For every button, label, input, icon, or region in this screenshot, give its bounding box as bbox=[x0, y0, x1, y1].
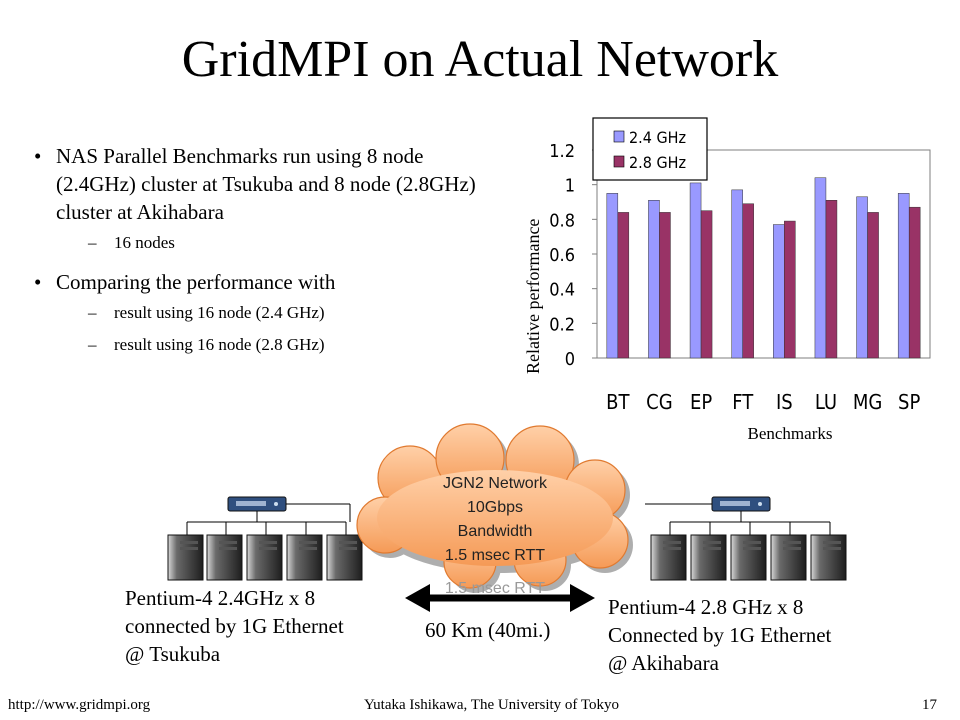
distance-label: 60 Km (40mi.) bbox=[425, 618, 551, 642]
sub-bullet-dash: – bbox=[88, 335, 97, 354]
bar-cg-2-8ghz bbox=[659, 212, 671, 359]
plot-area bbox=[596, 149, 931, 359]
y-axis: 0 0.2 0.4 0.6 0.8 1 1.2 bbox=[549, 141, 597, 370]
cloud-line: 1.5 msec RTT bbox=[444, 547, 546, 564]
footer-author: Yutaka Ishikawa, The University of Tokyo bbox=[364, 697, 620, 713]
y-tick-label: 0.2 bbox=[549, 314, 575, 335]
bar-series bbox=[606, 177, 921, 359]
y-axis-title: Relative performance bbox=[523, 219, 543, 374]
cloud-line: JGN2 Network bbox=[442, 475, 548, 492]
x-tick-label: MG bbox=[853, 390, 882, 414]
legend-swatch-2-8ghz bbox=[613, 155, 625, 168]
caption-line: Pentium-4 2.4GHz x 8 bbox=[125, 586, 316, 610]
bar-sp-2-4ghz bbox=[897, 193, 910, 359]
caption-line: Connected by 1G Ethernet bbox=[608, 623, 832, 647]
bullet-dot: • bbox=[34, 270, 42, 294]
x-tick-label: FT bbox=[732, 390, 754, 414]
bullet-item: • NAS Parallel Benchmarks run using 8 no… bbox=[30, 142, 480, 226]
server-tower-icon bbox=[286, 534, 323, 581]
x-axis-title: Benchmarks bbox=[748, 424, 833, 443]
sub-bullet-item: – result using 16 node (2.8 GHz) bbox=[30, 334, 480, 356]
bar-is-2-4ghz bbox=[773, 224, 785, 359]
network-cloud-icon bbox=[356, 423, 633, 593]
x-tick-label: SP bbox=[898, 390, 920, 414]
server-tower-icon bbox=[730, 534, 767, 581]
server-tower-icon bbox=[650, 534, 687, 581]
bar-lu-2-4ghz bbox=[814, 177, 827, 359]
server-tower-icon bbox=[810, 534, 847, 581]
switch-icon bbox=[227, 496, 287, 512]
sub-bullet-dash: – bbox=[88, 303, 97, 322]
server-tower-icon bbox=[167, 534, 204, 581]
bar-ep-2-8ghz bbox=[700, 210, 713, 359]
y-tick-label: 0.4 bbox=[549, 280, 575, 301]
sub-bullet-text: result using 16 node (2.4 GHz) bbox=[114, 303, 325, 322]
bullet-list: • NAS Parallel Benchmarks run using 8 no… bbox=[30, 142, 480, 370]
caption-line: connected by 1G Ethernet bbox=[125, 614, 344, 638]
switch-icon bbox=[711, 496, 771, 512]
legend-box bbox=[592, 117, 708, 181]
x-tick-label: EP bbox=[690, 390, 712, 414]
x-tick-label: IS bbox=[776, 390, 793, 414]
chart-legend: 2.4 GHz 2.8 GHz bbox=[592, 117, 708, 181]
left-cluster-caption: Pentium-4 2.4GHz x 8 connected by 1G Eth… bbox=[125, 584, 344, 668]
sub-bullet-item: – 16 nodes bbox=[30, 232, 480, 254]
caption-line: @ Tsukuba bbox=[125, 642, 221, 666]
server-tower-icon bbox=[326, 534, 363, 581]
y-tick-label: 0 bbox=[565, 349, 575, 370]
server-towers bbox=[167, 534, 847, 581]
bar-mg-2-4ghz bbox=[856, 196, 868, 359]
x-axis: BT CG EP FT IS LU MG SP bbox=[606, 390, 920, 414]
server-tower-icon bbox=[690, 534, 727, 581]
legend-label-2-8ghz: 2.8 GHz bbox=[629, 153, 686, 172]
legend-label-2-4ghz: 2.4 GHz bbox=[629, 128, 686, 147]
sub-bullet-item: – result using 16 node (2.4 GHz) bbox=[30, 302, 480, 324]
bullet-text: NAS Parallel Benchmarks run using 8 node… bbox=[56, 144, 476, 224]
rtt-shadow-text: 1.5 msec RTT bbox=[444, 580, 546, 597]
right-cluster-caption: Pentium-4 2.8 GHz x 8 Connected by 1G Et… bbox=[608, 593, 831, 677]
server-tower-icon bbox=[770, 534, 807, 581]
y-tick-label: 1.2 bbox=[549, 141, 575, 162]
sub-bullet-text: 16 nodes bbox=[114, 233, 175, 252]
distance-arrow-icon bbox=[405, 584, 595, 612]
cloud-line: 10Gbps bbox=[466, 499, 524, 516]
slide-title: GridMPI on Actual Network bbox=[181, 31, 779, 88]
bar-sp-2-8ghz bbox=[908, 206, 921, 359]
bar-bt-2-8ghz bbox=[617, 212, 630, 359]
x-tick-label: CG bbox=[646, 390, 673, 414]
bar-mg-2-8ghz bbox=[867, 212, 879, 359]
server-tower-icon bbox=[246, 534, 283, 581]
bar-bt-2-4ghz bbox=[606, 193, 619, 359]
bullet-item: • Comparing the performance with bbox=[30, 268, 480, 296]
bar-ep-2-4ghz bbox=[689, 182, 702, 359]
footer-url[interactable]: http://www.gridmpi.org bbox=[8, 697, 151, 713]
page-number: 17 bbox=[922, 697, 937, 713]
network-cloud-label: JGN2 Network 10Gbps Bandwidth 1.5 msec R… bbox=[415, 472, 575, 568]
bar-cg-2-4ghz bbox=[648, 200, 660, 359]
bar-ft-2-8ghz bbox=[742, 203, 754, 359]
bar-lu-2-8ghz bbox=[825, 200, 838, 359]
y-tick-label: 0.8 bbox=[549, 210, 575, 231]
x-tick-label: BT bbox=[606, 390, 630, 414]
caption-line: Pentium-4 2.8 GHz x 8 bbox=[608, 595, 804, 619]
y-tick-label: 0.6 bbox=[549, 245, 575, 266]
left-cluster-wiring bbox=[186, 503, 351, 535]
caption-line: @ Akihabara bbox=[608, 651, 719, 675]
legend-swatch-2-4ghz bbox=[613, 130, 625, 143]
sub-bullet-text: result using 16 node (2.8 GHz) bbox=[114, 335, 325, 354]
right-cluster-wiring bbox=[645, 503, 831, 535]
bar-ft-2-4ghz bbox=[731, 189, 743, 359]
bullet-dot: • bbox=[34, 144, 42, 168]
server-tower-icon bbox=[206, 534, 243, 581]
cloud-line: Bandwidth bbox=[457, 523, 533, 540]
x-tick-label: LU bbox=[815, 390, 837, 414]
y-tick-label: 1 bbox=[565, 176, 575, 197]
bullet-text: Comparing the performance with bbox=[56, 270, 336, 294]
sub-bullet-dash: – bbox=[88, 233, 97, 252]
bar-is-2-8ghz bbox=[784, 220, 796, 359]
